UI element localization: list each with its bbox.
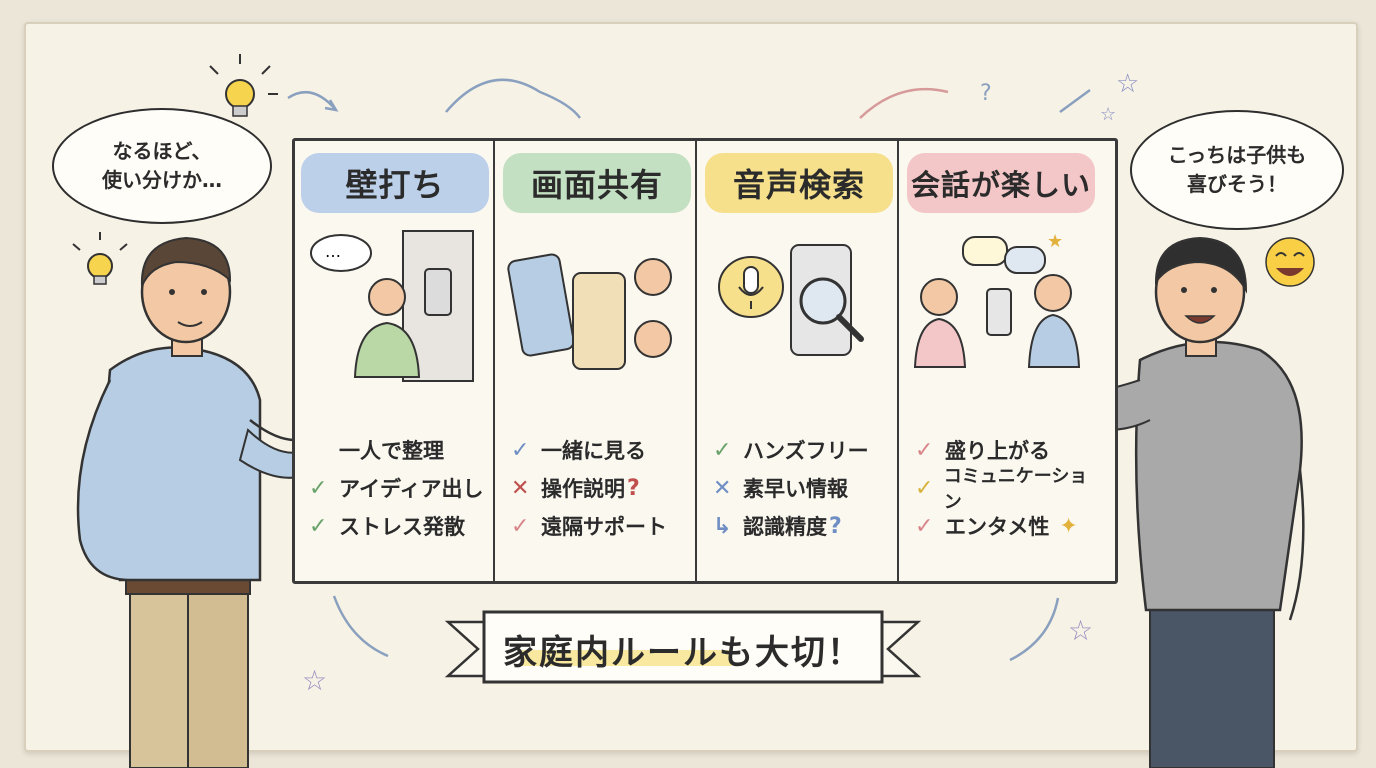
column-items-fun-conversation: ✓ 盛り上がる ✓ コミュニケーション ✓ エンタメ性 ✦ <box>915 431 1099 545</box>
left-speech-line2: 使い分けか… <box>102 168 222 192</box>
item-text: コミュニケーション <box>943 466 1088 513</box>
star-icon: ☆ <box>1116 69 1139 99</box>
arrow-icon <box>1009 597 1060 662</box>
sparkle-icon: ✦ <box>1059 513 1078 539</box>
smartphone-icon <box>572 272 626 370</box>
thinking-person-illustration: … <box>310 230 474 382</box>
check-icon: ✓ <box>915 513 934 539</box>
column-title-voice-search: 音声検索 <box>705 153 893 213</box>
svg-text:…: … <box>325 242 341 261</box>
cross-icon: ✕ <box>511 475 530 501</box>
check-icon: ✓ <box>915 437 934 463</box>
arrow-icon <box>324 99 339 112</box>
microphone-icon <box>718 256 784 318</box>
smartphone-icon <box>986 288 1012 336</box>
column-voice-search: 音声検索 ✓ ハンズフリー ✕ 素早い情報 ↳ <box>699 141 899 581</box>
smartphone-icon <box>424 268 452 316</box>
list-item: ✓ アイディア出し <box>309 469 493 507</box>
cross-icon: ✕ <box>713 475 732 501</box>
column-kabeuchi: 壁打ち … 一人で整理 ✓ アイディア出し ✓ ストレス発散 <box>295 141 495 581</box>
left-speech-line1: なるほど、 <box>112 139 212 163</box>
magnifier-icon <box>799 277 864 342</box>
laughing-emoji-icon <box>1265 237 1315 287</box>
chat-bubble-icon <box>962 236 1046 274</box>
list-item: ✓ コミュニケーション <box>915 466 1099 513</box>
item-text: 素早い情報 <box>743 477 848 501</box>
check-icon: ✓ <box>511 437 530 463</box>
arrow-icon <box>1059 88 1091 114</box>
banner-text: 家庭内ルールも大切！ <box>503 632 863 673</box>
check-icon: ✓ <box>915 475 934 501</box>
column-items-screen-share: ✓ 一緒に見る ✕ 操作説明 ? ✓ 遠隔サポート <box>511 431 695 545</box>
thought-bubble-icon: … <box>310 234 372 272</box>
column-title-text: 会話が楽しい <box>910 168 1091 202</box>
item-text: ハンズフリー <box>743 439 869 463</box>
column-fun-conversation: 会話が楽しい ★ ✓ 盛り上がる ✓ コミュニケーション ✓ <box>901 141 1109 581</box>
question-icon: ? <box>980 81 992 106</box>
list-item: ✓ ストレス発散 <box>309 507 493 545</box>
list-item: 一人で整理 <box>309 431 493 469</box>
list-item: ✓ 遠隔サポート <box>511 507 695 545</box>
column-items-voice-search: ✓ ハンズフリー ✕ 素早い情報 ↳ 認識精度 ? <box>713 431 897 545</box>
voice-search-illustration <box>718 244 864 356</box>
column-title-fun-conversation: 会話が楽しい <box>907 153 1095 213</box>
family-chat-illustration: ★ <box>913 231 1081 368</box>
column-title-text: 壁打ち <box>345 166 445 204</box>
list-item: ✓ 盛り上がる <box>915 431 1099 469</box>
smartphone-icon <box>507 253 575 357</box>
item-text: 盛り上がる <box>945 439 1050 463</box>
arrow-icon <box>445 78 582 119</box>
left-speech-bubble: なるほど、 使い分けか… <box>52 108 272 224</box>
right-speech-bubble: こっちは子供も 喜びそう！ <box>1130 110 1344 230</box>
banner-ribbon <box>444 610 922 684</box>
item-text: 遠隔サポート <box>541 515 667 539</box>
list-item: ✓ 一緒に見る <box>511 431 695 469</box>
list-item: ✕ 素早い情報 <box>713 469 897 507</box>
item-text: 操作説明 <box>541 477 625 501</box>
arrow-icon <box>332 595 389 658</box>
arrow-icon: ↳ <box>713 513 732 539</box>
arrow-icon <box>287 90 337 111</box>
list-item: ↳ 認識精度 ? <box>713 507 897 545</box>
check-icon: ✓ <box>309 475 328 501</box>
right-speech-line1: こっちは子供も <box>1167 143 1307 167</box>
item-text: アイディア出し <box>339 477 484 501</box>
column-screen-share: 画面共有 ✓ 一緒に見る ✕ 操作説明 ? ✓ 遠隔サポート <box>497 141 697 581</box>
rule-banner: 家庭内ルールも大切！ <box>444 608 922 690</box>
star-icon: ☆ <box>1068 614 1093 647</box>
list-item: ✓ ハンズフリー <box>713 431 897 469</box>
check-icon: ✓ <box>713 437 732 463</box>
item-text: 一緒に見る <box>541 439 646 463</box>
list-item: ✓ エンタメ性 ✦ <box>915 507 1099 545</box>
item-text: 一人で整理 <box>339 439 444 463</box>
item-text: ストレス発散 <box>339 515 465 539</box>
item-text: エンタメ性 <box>945 515 1050 539</box>
star-icon: ★ <box>1047 231 1063 252</box>
column-title-kabeuchi: 壁打ち <box>301 153 489 213</box>
right-speech-line2: 喜びそう！ <box>1186 172 1287 196</box>
question-mark: ? <box>829 513 842 539</box>
column-title-text: 音声検索 <box>732 166 865 204</box>
column-title-screen-share: 画面共有 <box>503 153 691 213</box>
screen-share-illustration <box>507 253 672 370</box>
star-icon: ☆ <box>1100 104 1116 125</box>
check-icon: ✓ <box>511 513 530 539</box>
lightbulb-icon <box>72 232 128 285</box>
item-text: 認識精度 <box>743 515 827 539</box>
comparison-board: 壁打ち … 一人で整理 ✓ アイディア出し ✓ ストレス発散 <box>292 138 1118 584</box>
arrow-icon <box>859 87 949 119</box>
question-mark: ? <box>627 475 640 501</box>
star-icon: ☆ <box>302 664 327 697</box>
list-item: ✕ 操作説明 ? <box>511 469 695 507</box>
column-title-text: 画面共有 <box>530 166 663 204</box>
lightbulb-icon <box>209 54 278 117</box>
column-items-kabeuchi: 一人で整理 ✓ アイディア出し ✓ ストレス発散 <box>309 431 493 545</box>
check-icon: ✓ <box>309 513 328 539</box>
